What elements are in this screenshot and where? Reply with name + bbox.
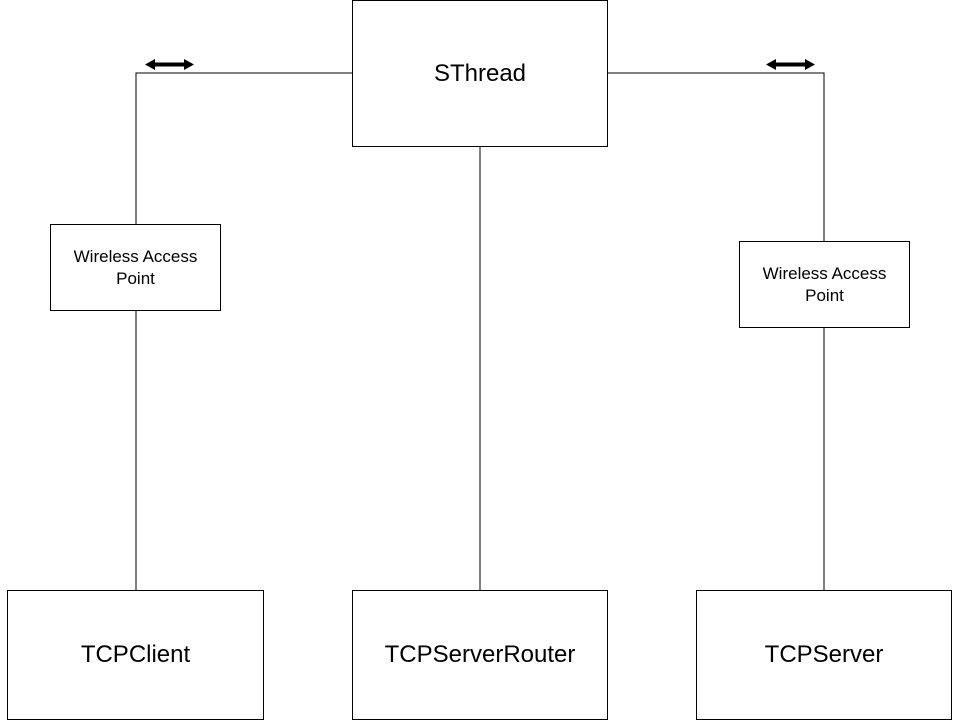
sthread-node: SThread — [352, 0, 608, 147]
wireless-access-point-left-node: Wireless Access Point — [50, 224, 221, 311]
wireless-access-point-left-label: Wireless Access Point — [73, 246, 198, 288]
sthread-label: SThread — [433, 59, 527, 87]
wireless-access-point-right-node: Wireless Access Point — [739, 241, 910, 328]
tcpserver-label: TCPServer — [764, 641, 884, 668]
bidirectional-arrow-icon-left — [145, 59, 194, 70]
wireless-access-point-right-label: Wireless Access Point — [762, 263, 887, 305]
tcpserver-node: TCPServer — [696, 590, 952, 720]
edge-sthread-to-wap-left — [135, 72, 352, 224]
tcpclient-label: TCPClient — [80, 641, 191, 668]
tcpserverrouter-label: TCPServerRouter — [384, 641, 576, 668]
tcpclient-node: TCPClient — [7, 590, 264, 720]
bidirectional-arrow-icon-right — [766, 59, 815, 70]
edge-sthread-to-wap-right — [608, 72, 825, 241]
tcpserverrouter-node: TCPServerRouter — [352, 590, 608, 720]
